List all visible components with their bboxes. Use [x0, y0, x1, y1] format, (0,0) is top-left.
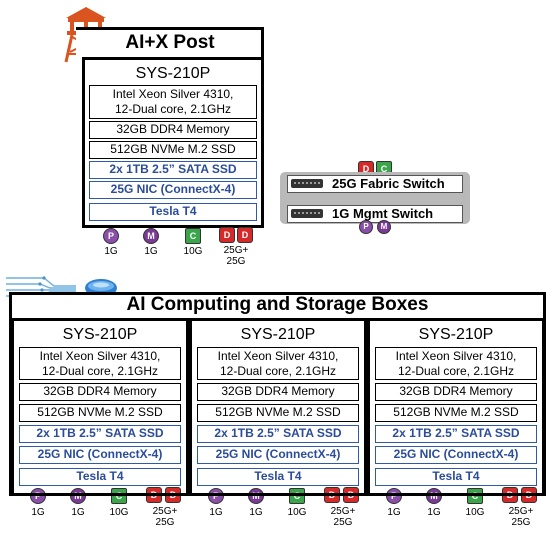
- cpu-spec: Intel Xeon Silver 4310,12-Dual core, 2.1…: [197, 347, 359, 380]
- port-m: M: [248, 488, 264, 504]
- post-title-bar: [76, 27, 264, 57]
- nic-spec: 25G NIC (ConnectX-4): [375, 446, 537, 464]
- mgmt-switch-label: 1G Mgmt Switch: [332, 206, 434, 221]
- port-p: P: [103, 228, 119, 244]
- switch-port-m: M: [377, 220, 391, 234]
- sata-spec: 2x 1TB 2.5” SATA SSD: [19, 425, 181, 443]
- port-label: 10G: [287, 507, 307, 518]
- port-label: 1G: [104, 246, 118, 257]
- port-label: 10G: [465, 507, 485, 518]
- fabric-switch-label: 25G Fabric Switch: [332, 176, 445, 191]
- port-label: 1G: [31, 507, 45, 518]
- port-label: 25G: [333, 517, 353, 528]
- cpu-line2: 12-Dual core, 2.1GHz: [41, 364, 159, 378]
- port-m: M: [143, 228, 159, 244]
- gpu-spec: Tesla T4: [19, 468, 181, 486]
- port-label: 25G: [511, 517, 531, 528]
- port-label: 1G: [71, 507, 85, 518]
- port-p: P: [386, 488, 402, 504]
- port-label: 1G: [427, 507, 441, 518]
- post-server-box: SYS-210P Intel Xeon Silver 4310, 12-Dual…: [82, 57, 264, 228]
- cpu-spec: Intel Xeon Silver 4310,12-Dual core, 2.1…: [19, 347, 181, 380]
- server-model: SYS-210P: [135, 65, 211, 82]
- port-c: C: [289, 488, 305, 504]
- ai-section-title: AI Computing and Storage Boxes: [126, 294, 429, 315]
- fabric-switch: 25G Fabric Switch: [287, 175, 463, 193]
- switch-port-p: P: [359, 220, 373, 234]
- cpu-spec: Intel Xeon Silver 4310,12-Dual core, 2.1…: [375, 347, 537, 380]
- memory-spec: 32GB DDR4 Memory: [89, 121, 257, 139]
- sata-spec: 2x 1TB 2.5” SATA SSD: [197, 425, 359, 443]
- gpu-spec: Tesla T4: [375, 468, 537, 486]
- network-switch-icon: [291, 209, 323, 218]
- port-label: 1G: [209, 507, 223, 518]
- nvme-spec: 512GB NVMe M.2 SSD: [375, 404, 537, 422]
- nvme-spec: 512GB NVMe M.2 SSD: [19, 404, 181, 422]
- ai-node-box: SYS-210P Intel Xeon Silver 4310,12-Dual c…: [367, 318, 545, 496]
- server-model: SYS-210P: [240, 326, 316, 343]
- server-model: SYS-210P: [418, 326, 494, 343]
- memory-spec: 32GB DDR4 Memory: [19, 383, 181, 401]
- cpu-line1: Intel Xeon Silver 4310,: [112, 87, 234, 101]
- nic-spec: 25G NIC (ConnectX-4): [197, 446, 359, 464]
- cpu-line1: Intel Xeon Silver 4310,: [395, 349, 517, 363]
- gpu-spec: Tesla T4: [197, 468, 359, 486]
- memory-spec: 32GB DDR4 Memory: [375, 383, 537, 401]
- sata-spec: 2x 1TB 2.5” SATA SSD: [89, 161, 257, 179]
- mgmt-switch: 1G Mgmt Switch: [287, 205, 463, 223]
- port-label: 25G+: [330, 506, 356, 517]
- cpu-spec: Intel Xeon Silver 4310, 12-Dual core, 2.…: [89, 85, 257, 119]
- port-label: 25G+: [152, 506, 178, 517]
- port-label: 25G+: [223, 245, 249, 256]
- nic-spec: 25G NIC (ConnectX-4): [89, 181, 257, 199]
- nvme-spec: 512GB NVMe M.2 SSD: [197, 404, 359, 422]
- port-c: C: [467, 488, 483, 504]
- port-label: 10G: [109, 507, 129, 518]
- port-label: 25G: [155, 517, 175, 528]
- port-label: 1G: [249, 507, 263, 518]
- port-c: C: [185, 228, 201, 244]
- port-p: P: [30, 488, 46, 504]
- section-bottom-rule: [9, 493, 546, 496]
- server-model: SYS-210P: [62, 326, 138, 343]
- port-m: M: [426, 488, 442, 504]
- ai-node-box: SYS-210P Intel Xeon Silver 4310,12-Dual c…: [189, 318, 367, 496]
- port-d: D: [219, 227, 235, 243]
- cpu-line1: Intel Xeon Silver 4310,: [217, 349, 339, 363]
- nic-spec: 25G NIC (ConnectX-4): [19, 446, 181, 464]
- cpu-line2: 12-Dual core, 2.1GHz: [114, 102, 232, 116]
- port-label: 25G: [226, 256, 246, 267]
- port-p: P: [208, 488, 224, 504]
- cpu-line2: 12-Dual core, 2.1GHz: [219, 364, 337, 378]
- network-switch-icon: [291, 179, 323, 188]
- ai-node-box: SYS-210P Intel Xeon Silver 4310,12-Dual c…: [11, 318, 189, 496]
- port-m: M: [70, 488, 86, 504]
- port-c: C: [111, 488, 127, 504]
- port-label: 1G: [387, 507, 401, 518]
- port-label: 1G: [144, 246, 158, 257]
- port-label: 25G+: [508, 506, 534, 517]
- post-title: AI+X Post: [125, 32, 215, 53]
- nvme-spec: 512GB NVMe M.2 SSD: [89, 141, 257, 159]
- gpu-spec: Tesla T4: [89, 203, 257, 221]
- cpu-line2: 12-Dual core, 2.1GHz: [397, 364, 515, 378]
- port-d: D: [237, 227, 253, 243]
- cpu-line1: Intel Xeon Silver 4310,: [39, 349, 161, 363]
- sata-spec: 2x 1TB 2.5” SATA SSD: [375, 425, 537, 443]
- port-label: 10G: [183, 246, 203, 257]
- memory-spec: 32GB DDR4 Memory: [197, 383, 359, 401]
